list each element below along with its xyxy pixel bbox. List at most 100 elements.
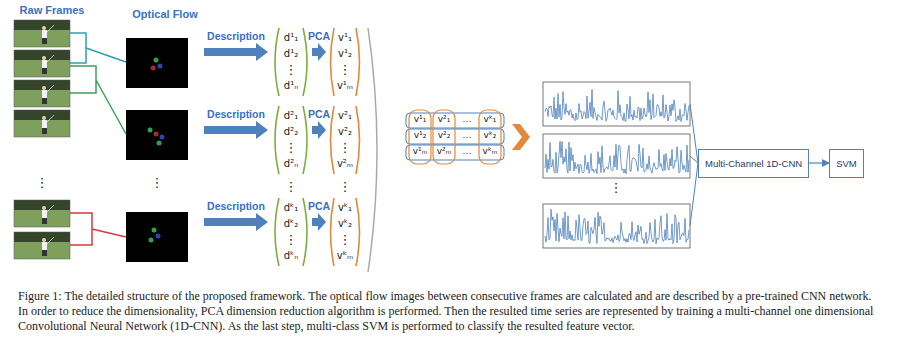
column-heading: Raw Frames (20, 4, 85, 17)
frame-trees (14, 200, 70, 210)
flow-blob (154, 58, 159, 63)
matrix-column (409, 110, 431, 164)
vector-entry: … (463, 114, 472, 124)
vector-entry: v¹ₘ (337, 80, 353, 92)
golfer-head (42, 206, 46, 210)
golfer-head (42, 26, 46, 30)
video-frame (14, 50, 70, 77)
arrow-label: PCA (308, 30, 330, 42)
golfer-head (42, 116, 46, 120)
vector-paren (331, 28, 335, 96)
vector-paren (356, 106, 360, 174)
vector-entry: v¹₁ (338, 32, 352, 44)
frame-grass (14, 50, 70, 77)
flow-blob (154, 132, 159, 137)
description-arrow (204, 43, 268, 61)
vector-paren (331, 106, 335, 174)
frame-grass (14, 232, 70, 259)
frame-grass (14, 200, 70, 227)
vector-entry: d¹₂ (284, 48, 298, 60)
vector-entry: dᵏ₁ (284, 202, 299, 214)
vector-entry: d²₂ (284, 126, 298, 138)
frame-border (14, 110, 70, 137)
plot-frame (543, 204, 690, 248)
frame-border (14, 80, 70, 107)
vector-paren (303, 198, 307, 266)
vector-entry: v¹₂ (414, 130, 427, 140)
vector-paren (356, 28, 360, 96)
vector-entry: v²₂ (338, 126, 352, 138)
vector-entry: … (463, 130, 472, 140)
frame-bracket (70, 33, 126, 63)
ellipsis-dots: ⋮ (339, 63, 352, 76)
vector-entry: v²₁ (338, 110, 352, 122)
flow-blob (156, 234, 161, 239)
golfer-legs (42, 68, 47, 74)
vector-entry: v¹₂ (338, 48, 352, 60)
arrow-label: PCA (308, 200, 330, 212)
plot-frame (543, 134, 690, 178)
golf-club (47, 85, 54, 92)
frame-trees (14, 50, 70, 60)
big-paren (368, 28, 377, 272)
video-frame (14, 110, 70, 137)
flow-blob (148, 128, 153, 133)
flow-blob (158, 64, 163, 69)
golfer-body (42, 30, 47, 38)
ellipsis-dots: ⋮ (285, 180, 298, 193)
arrow-connector (809, 162, 829, 163)
classifier-box: SVM (829, 149, 864, 178)
golfer-body (42, 60, 47, 68)
optical-flow-image (126, 110, 188, 160)
golfer-legs (42, 38, 47, 44)
vector-entry: d¹ₙ (284, 80, 298, 92)
golfer-head (42, 238, 46, 242)
golf-club (47, 115, 54, 122)
vector-entry: vᵏ₁ (338, 202, 352, 214)
time-series (545, 209, 689, 244)
ellipsis-dots: ⋮ (285, 141, 298, 154)
flow-ground (126, 212, 188, 262)
frame-trees (14, 80, 70, 90)
process-box: Multi-Channel 1D-CNN (698, 149, 809, 178)
vector-paren (275, 28, 279, 96)
vector-entry: dᵏₙ (284, 250, 299, 262)
frame-trees (14, 20, 70, 30)
golfer-head (42, 86, 46, 90)
box-text: Multi-Channel 1D-CNN (705, 158, 802, 169)
vector-entry: d²ₙ (284, 158, 298, 170)
golfer-legs (42, 250, 47, 256)
vector-paren (303, 106, 307, 174)
vector-paren (356, 198, 360, 266)
vector-entry: dᵏ₂ (284, 218, 299, 230)
frame-border (14, 232, 70, 259)
frame-trees (14, 110, 70, 120)
feed-line (690, 156, 698, 163)
golfer-legs (42, 128, 47, 134)
flow-ground (126, 38, 188, 88)
vector-entry: vᵏₘ (483, 146, 498, 156)
golfer-head (42, 56, 46, 60)
box-text: SVM (836, 158, 857, 169)
flow-blob (152, 228, 157, 233)
arrow-label: Description (207, 200, 265, 212)
frame-border (14, 20, 70, 47)
ellipsis-dots: ⋮ (285, 63, 298, 76)
ellipsis-dots: ⋮ (339, 180, 352, 193)
feed-line (690, 104, 698, 163)
video-frame (14, 20, 70, 47)
plot-frame (543, 82, 690, 126)
frame-bracket (70, 66, 126, 134)
vector-entry: v¹₁ (414, 114, 427, 124)
golf-club (47, 55, 54, 62)
ellipsis-dots: ⋮ (36, 176, 49, 189)
arrow-label: Description (207, 108, 265, 120)
vector-entry: vᵏ₂ (338, 218, 352, 230)
optical-flow-image (126, 212, 188, 262)
time-series (545, 90, 689, 122)
vector-entry: v²ₘ (437, 146, 452, 156)
description-arrow (204, 121, 268, 139)
column-heading: Optical Flow (132, 8, 197, 21)
golfer-legs (42, 218, 47, 224)
feed-line (690, 163, 698, 226)
